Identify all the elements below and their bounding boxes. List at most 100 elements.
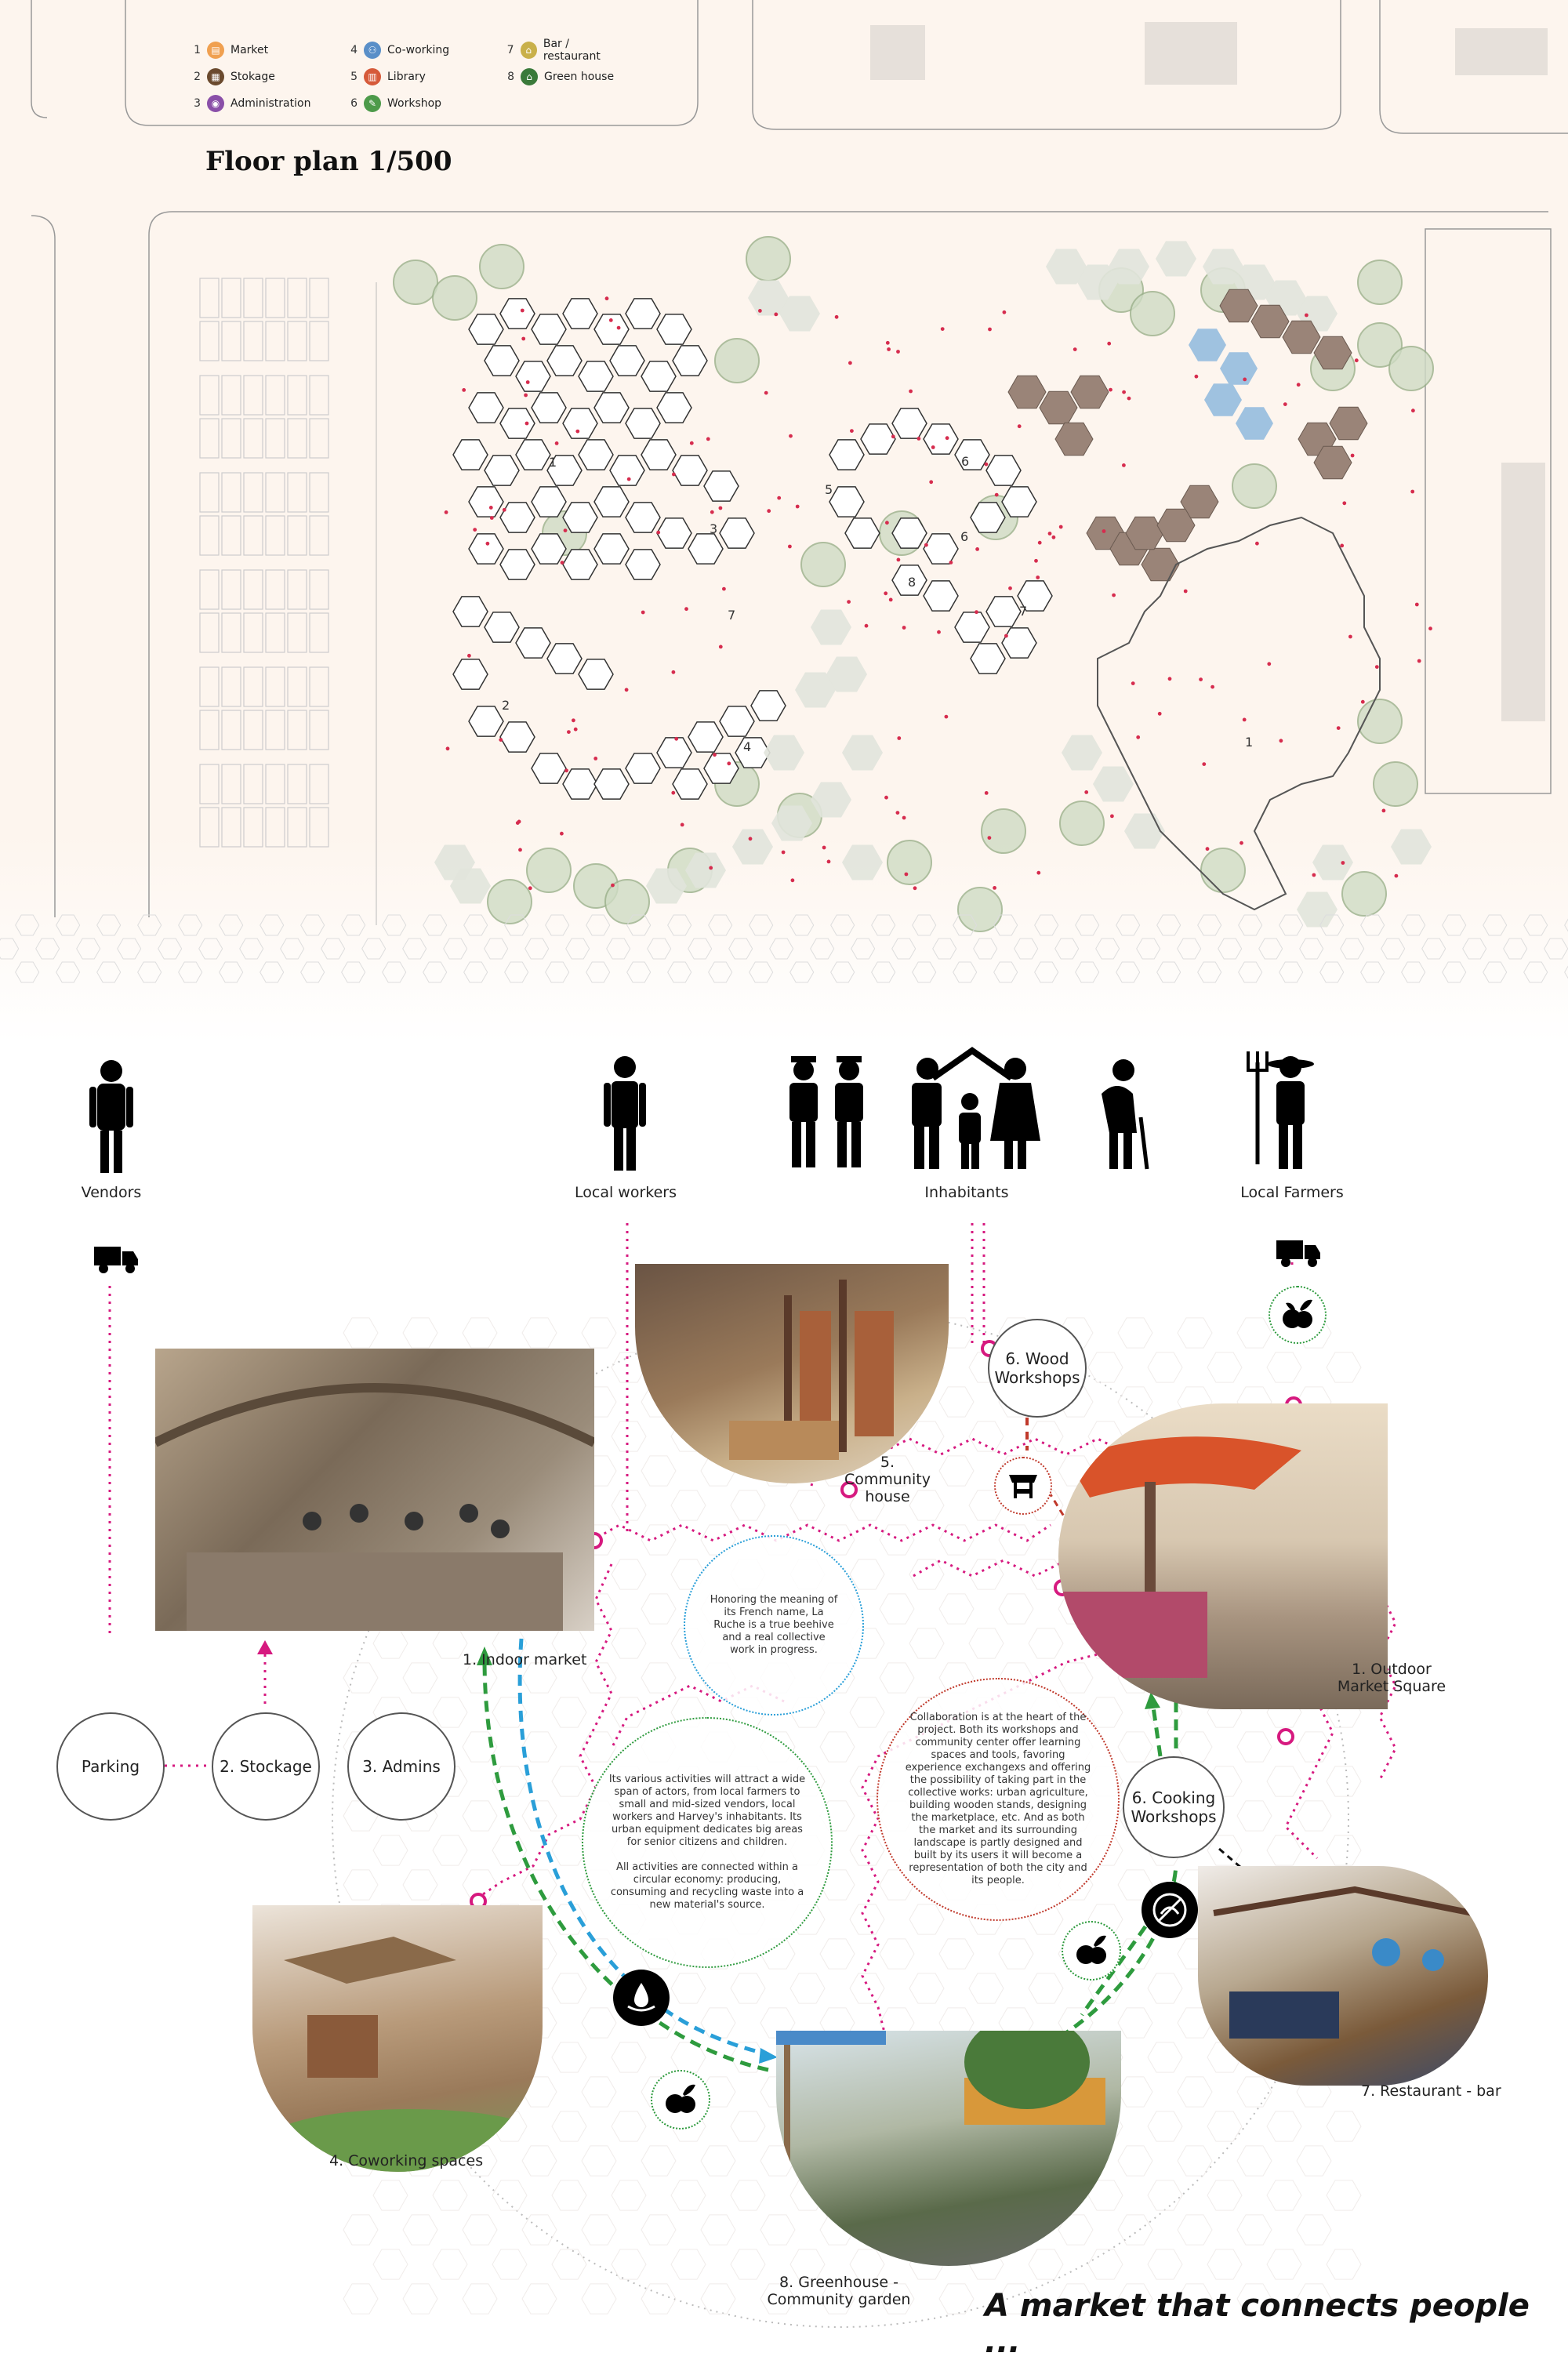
bg-hex xyxy=(909,1559,945,1590)
building-hex xyxy=(578,361,614,392)
person-dot xyxy=(1110,814,1114,819)
person-dot xyxy=(1037,540,1042,545)
tree xyxy=(526,848,572,893)
bg-hex xyxy=(551,2042,587,2073)
paving-hex xyxy=(606,938,631,960)
building-hex xyxy=(593,533,630,565)
person-dot xyxy=(1199,677,1203,681)
legend-item-coworking: 4 ⚇ Co-working xyxy=(345,39,449,61)
bg-hex xyxy=(1147,2249,1183,2280)
parking-space xyxy=(221,321,241,361)
bg-hex xyxy=(700,2283,736,2315)
bg-hex xyxy=(521,1800,557,1832)
workshop-icon: ✎ xyxy=(364,95,381,112)
person-dot xyxy=(909,389,913,394)
bg-hex xyxy=(1326,1352,1362,1383)
text-honoring: Honoring the meaning of its French name,… xyxy=(684,1535,864,1716)
person-dot xyxy=(680,822,684,827)
parking-space xyxy=(309,666,329,707)
person-dot xyxy=(1243,377,1247,382)
person-dot xyxy=(896,350,900,354)
parking-space xyxy=(265,612,285,653)
person-dot xyxy=(1283,402,1287,406)
person-dot xyxy=(727,761,731,766)
parking-space xyxy=(265,515,285,556)
person-dot xyxy=(1374,665,1379,669)
parking-space xyxy=(309,472,329,513)
person-dot xyxy=(940,327,945,331)
paving-hex xyxy=(1483,914,1508,936)
legend-item-greenhouse: 8 ⌂ Green house xyxy=(502,66,614,88)
person-dot xyxy=(767,509,771,514)
paving-hex xyxy=(545,914,570,936)
person-dot xyxy=(884,795,888,800)
person-dot xyxy=(781,850,786,855)
bg-hex xyxy=(551,1697,587,1728)
building-hex xyxy=(531,533,567,565)
person-dot xyxy=(864,623,869,628)
person-dot xyxy=(975,547,979,551)
parking-space xyxy=(199,418,220,459)
paving-hex xyxy=(178,914,203,936)
bg-hex xyxy=(819,2283,855,2315)
bg-hex xyxy=(462,2145,498,2177)
legend-item-library: 5 ▥ Library xyxy=(345,66,426,88)
person-dot xyxy=(1131,681,1135,685)
building-hex xyxy=(954,612,990,643)
paving-hex xyxy=(463,914,488,936)
bg-hex xyxy=(938,1938,975,1970)
paving-hex xyxy=(953,961,978,983)
paving-hex xyxy=(586,961,611,983)
person-dot xyxy=(722,586,726,591)
bg-hex xyxy=(938,2283,975,2315)
paving-hex xyxy=(1299,938,1324,960)
paving-hex xyxy=(198,938,223,960)
tree xyxy=(1357,260,1403,305)
bg-hex xyxy=(492,1766,528,1797)
bg-hex xyxy=(372,2180,408,2211)
bg-hex xyxy=(611,2111,647,2142)
person-dot xyxy=(1296,383,1301,387)
building-hex xyxy=(546,643,583,674)
paving-hex xyxy=(1523,914,1548,936)
paving-hex xyxy=(830,961,855,983)
person-dot xyxy=(795,504,800,509)
farmer-figure xyxy=(1247,1051,1314,1169)
tree xyxy=(1388,346,1434,391)
parking-lots xyxy=(199,278,329,848)
paving-hex xyxy=(871,914,896,936)
building-hex xyxy=(484,455,520,486)
paving-hex xyxy=(647,938,672,960)
parking-space xyxy=(265,764,285,804)
person-dot xyxy=(1381,808,1386,813)
paving-hex xyxy=(219,961,244,983)
bg-hex xyxy=(938,1593,975,1625)
bg-hex xyxy=(1147,2042,1183,2073)
parking-space xyxy=(243,278,263,318)
vegetables-icon xyxy=(1269,1286,1327,1344)
bg-hex xyxy=(849,1559,885,1590)
person-dot xyxy=(1122,463,1126,467)
bg-hex xyxy=(521,1662,557,1694)
bg-hex xyxy=(551,2249,587,2280)
paving-hex xyxy=(504,914,529,936)
person-dot xyxy=(604,296,609,301)
parking-space xyxy=(265,807,285,848)
bg-hex xyxy=(492,2180,528,2211)
bg-hex xyxy=(1117,2007,1153,2039)
label-local-workers: Local workers xyxy=(575,1184,677,1201)
paving-hex xyxy=(423,914,448,936)
legend-item-storage: 2 ▦ Stokage xyxy=(188,66,275,88)
parking-space xyxy=(243,764,263,804)
bg-hex xyxy=(789,1973,826,2004)
paving-hex xyxy=(260,961,285,983)
person-dot xyxy=(777,496,782,500)
person-dot xyxy=(575,429,580,434)
bg-hex xyxy=(1147,1352,1183,1383)
building-hex xyxy=(672,345,708,376)
building-hex xyxy=(593,314,630,345)
person-dot xyxy=(1312,873,1316,877)
building-hex xyxy=(656,314,692,345)
bg-hex xyxy=(849,1904,885,1935)
building-hex xyxy=(593,486,630,517)
